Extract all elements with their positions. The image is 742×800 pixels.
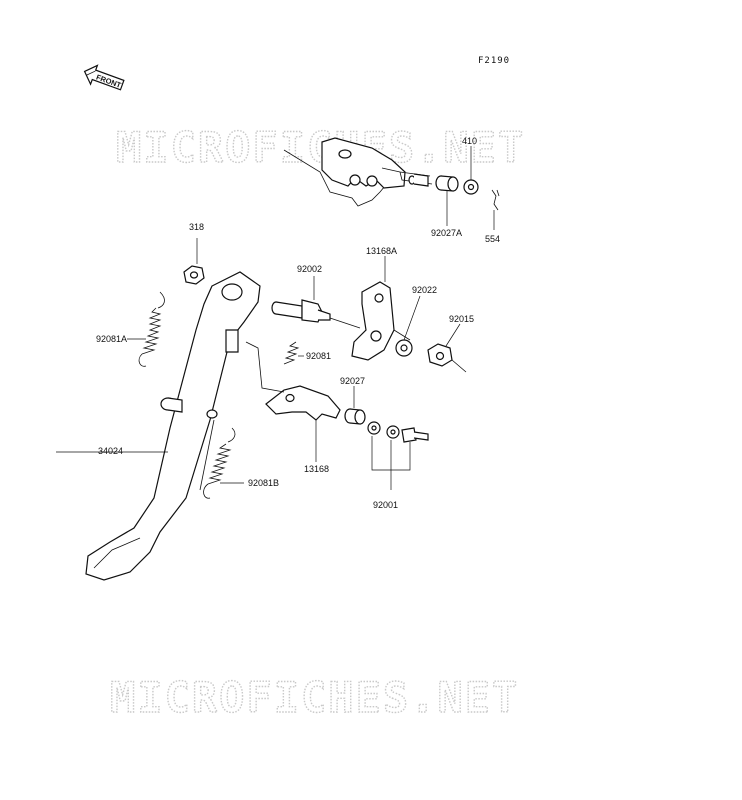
watermark-top: MICROFICHES.NET bbox=[116, 123, 525, 172]
nut-318 bbox=[183, 265, 205, 285]
part-label-92081: 92081 bbox=[306, 351, 331, 361]
part-label-318: 318 bbox=[189, 222, 204, 232]
part-label-92002: 92002 bbox=[297, 264, 322, 274]
part-label-92022: 92022 bbox=[412, 285, 437, 295]
part-label-13168: 13168 bbox=[304, 464, 329, 474]
part-label-92027: 92027 bbox=[340, 376, 365, 386]
washer-92001-a bbox=[367, 421, 381, 435]
part-label-34024: 34024 bbox=[98, 446, 123, 456]
frame-bracket bbox=[283, 137, 433, 207]
bracket-13168a bbox=[351, 281, 411, 361]
plate-13168 bbox=[245, 341, 341, 421]
stud-pin bbox=[160, 397, 183, 413]
watermark-bottom: MICROFICHES.NET bbox=[110, 673, 519, 722]
washer-410 bbox=[463, 179, 479, 195]
washer-92022 bbox=[395, 339, 413, 357]
spring-92081 bbox=[283, 341, 300, 365]
spring-92081a bbox=[138, 291, 165, 367]
cotter-pin-554 bbox=[491, 189, 500, 211]
part-label-92081b: 92081B bbox=[248, 478, 279, 488]
part-label-92027a: 92027A bbox=[431, 228, 462, 238]
part-label-92015: 92015 bbox=[449, 314, 474, 324]
bolt-92001 bbox=[401, 427, 429, 443]
part-label-554: 554 bbox=[485, 234, 500, 244]
part-label-410: 410 bbox=[462, 136, 477, 146]
stud-pin-lower bbox=[206, 409, 218, 419]
front-arrow-icon: FRONT bbox=[83, 64, 125, 91]
spring-92081b bbox=[203, 427, 236, 499]
nut-92015 bbox=[427, 343, 467, 373]
collar-92027 bbox=[344, 408, 366, 425]
shaft-92002 bbox=[271, 299, 361, 329]
part-label-13168a: 13168A bbox=[366, 246, 397, 256]
part-label-92081a: 92081A bbox=[96, 334, 127, 344]
washer-92001-b bbox=[386, 425, 400, 439]
figure-code: F2190 bbox=[478, 56, 510, 66]
side-stand-34024 bbox=[85, 271, 261, 581]
collar-92027a bbox=[435, 175, 459, 192]
part-label-92001: 92001 bbox=[373, 500, 398, 510]
